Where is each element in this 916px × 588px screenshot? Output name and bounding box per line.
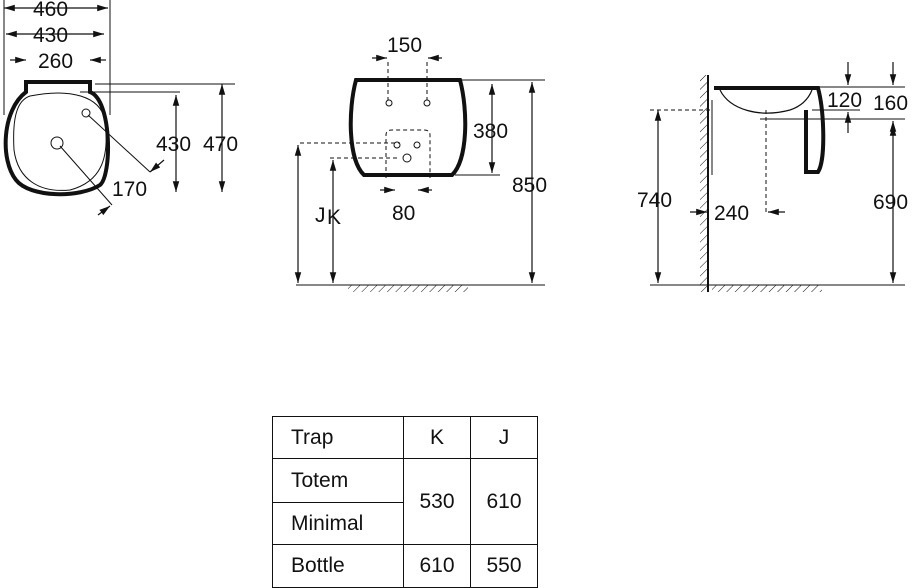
dim-470: 470	[203, 133, 238, 156]
trap-table: Trap K J Totem 530 610 Minimal Bottle 61…	[272, 416, 538, 588]
trap-name: Totem	[272, 458, 404, 503]
dim-120: 120	[827, 89, 862, 112]
dim-150: 150	[387, 34, 422, 57]
dim-850: 850	[512, 174, 547, 197]
dim-430-depth: 430	[156, 133, 191, 156]
dim-260: 260	[38, 50, 73, 73]
header-j: J	[470, 416, 538, 459]
trap-name: Bottle	[272, 544, 404, 588]
dim-460: 460	[33, 0, 68, 21]
table-row: Bottle 610 550	[272, 544, 538, 588]
dim-170: 170	[112, 178, 147, 201]
table-row: Totem 530 610	[272, 458, 538, 545]
header-k: K	[403, 416, 471, 459]
top-view: 460 430 260 430 470 170	[3, 0, 238, 216]
k-value: 530	[403, 458, 471, 545]
table-row: Minimal	[272, 502, 538, 545]
dim-430-width: 430	[33, 24, 68, 47]
dim-740: 740	[637, 189, 672, 212]
dim-690: 690	[873, 191, 908, 214]
dim-380: 380	[473, 120, 508, 143]
dim-80: 80	[392, 202, 415, 225]
dim-160: 160	[873, 92, 908, 115]
table-header-row: Trap K J	[272, 416, 538, 459]
front-view: 150 380 850 80 J K	[294, 34, 547, 292]
label-j: J	[315, 204, 326, 227]
k-value: 610	[403, 544, 471, 588]
j-value: 610	[470, 458, 538, 545]
trap-name: Minimal	[272, 502, 404, 545]
j-value: 550	[470, 544, 538, 588]
dim-240: 240	[714, 202, 749, 225]
label-k: K	[327, 206, 341, 229]
header-trap: Trap	[272, 416, 404, 459]
side-view: 120 160 740 240 690	[637, 62, 908, 292]
